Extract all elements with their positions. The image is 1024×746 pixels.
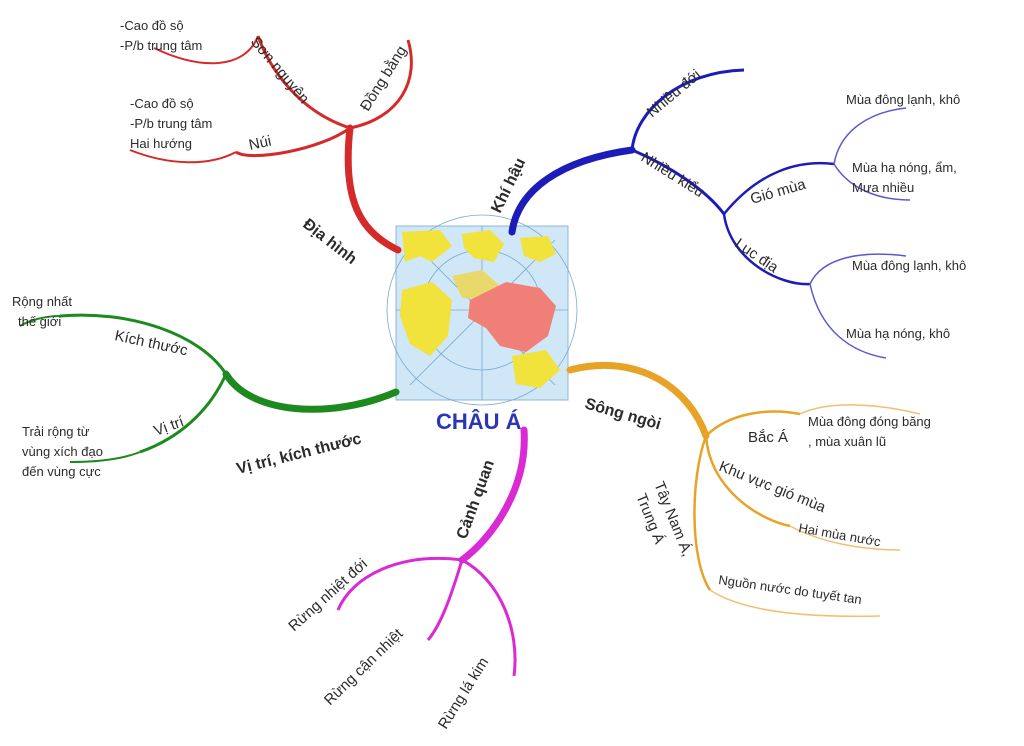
vi-tri-note-2: vùng xích đạo — [22, 444, 103, 459]
center-title: CHÂU Á — [436, 409, 522, 434]
rung-la-kim-line — [461, 558, 517, 677]
vi-tri-note-3: đến vùng cực — [22, 464, 101, 479]
rung-can-nhiet-line — [426, 559, 464, 641]
bac-a-note-2: , mùa xuân lũ — [808, 434, 886, 449]
nhieu-doi-label: Nhiều đới — [644, 66, 705, 121]
hai-mua-nuoc-line — [789, 525, 901, 551]
luc-dia-label: Lục địa — [732, 235, 782, 277]
nhieu-kieu-label: Nhiều kiểu — [638, 149, 707, 201]
nguon-nuoc-line — [709, 589, 881, 618]
rung-nhiet-doi-line — [336, 556, 463, 611]
gio-mua-note-1: Mùa đông lạnh, khô — [846, 92, 960, 107]
kich-thuoc-line — [59, 313, 228, 375]
kv-gio-mua-line — [704, 435, 791, 528]
world-map-globe-icon — [386, 214, 578, 406]
son-nguyen-note-2: -P/b trung tâm — [120, 38, 202, 53]
gio-mua-note-2a: Mùa hạ nóng, ẩm, — [852, 160, 957, 175]
bac-a-note-1: Mùa đông đóng băng — [808, 414, 931, 429]
vi-tri-kich-thuoc-label: Vị trí, kích thước — [235, 430, 363, 477]
vi-tri-sub-line — [139, 373, 228, 454]
nui-note-line — [129, 149, 237, 164]
kich-thuoc-note-1: Rộng nhất — [12, 294, 72, 309]
song-ngoi-label: Sông ngòi — [583, 396, 663, 434]
kich-thuoc-label: Kích thước — [113, 327, 189, 359]
vi-tri-note-line — [69, 451, 141, 463]
dong-bang-label: Đồng bằng — [357, 43, 410, 114]
nui-note-3: Hai hướng — [130, 136, 192, 151]
tay-nam-a-line — [693, 435, 712, 591]
branch-dia-hinh: Địa hình Sơn nguyên Đồng bằng Núi -Cao đ… — [120, 18, 413, 268]
luc-dia-line — [722, 213, 811, 286]
son-nguyen-line — [256, 35, 351, 130]
vi-tri-sub-label: Vị trí — [152, 413, 188, 440]
gio-mua-line — [723, 162, 835, 215]
bac-a-line — [705, 410, 801, 437]
kich-thuoc-note-line — [19, 315, 61, 327]
dia-hinh-main-line — [344, 124, 402, 254]
branch-canh-quan: Cảnh quan Rừng nhiệt đới Rừng cận nhiệt … — [285, 426, 528, 732]
gio-mua-2-line — [833, 163, 911, 201]
gio-mua-note-2b: Mưa nhiều — [852, 180, 914, 195]
rung-nhiet-doi-label: Rừng nhiệt đới — [285, 555, 371, 635]
dong-bang-line — [349, 39, 413, 130]
luc-dia-note-1: Mùa đông lạnh, khô — [852, 258, 966, 273]
son-nguyen-note-line — [153, 35, 259, 65]
bac-a-label: Bắc Á — [748, 429, 788, 446]
luc-dia-1-line — [809, 253, 907, 285]
luc-dia-note-2: Mùa hạ nóng, khô — [846, 326, 950, 341]
vi-tri-main-line — [222, 370, 400, 413]
nui-label: Núi — [247, 133, 273, 154]
vi-tri-note-1: Trải rộng từ — [22, 424, 90, 439]
rung-can-nhiet-label: Rừng cận nhiệt — [321, 625, 407, 709]
nhieu-doi-line — [630, 68, 745, 151]
hai-mua-nuoc-label: Hai mùa nước — [797, 520, 882, 549]
rung-la-kim-label: Rừng lá kim — [435, 654, 492, 732]
nui-line — [235, 126, 351, 158]
nguon-nuoc-label: Nguồn nước do tuyết tan — [718, 572, 863, 607]
gio-mua-1-line — [833, 107, 907, 165]
gio-mua-label: Gió mùa — [748, 176, 808, 208]
luc-dia-2-line — [809, 283, 887, 359]
center-node: CHÂU Á — [386, 214, 578, 434]
branch-vi-tri: Vị trí, kích thước Kích thước Vị trí Rộn… — [12, 294, 400, 479]
nui-note-2: -P/b trung tâm — [130, 116, 212, 131]
kich-thuoc-note-2: thế giới — [18, 314, 61, 329]
song-ngoi-main-line — [566, 362, 710, 440]
bac-a-note-line — [799, 404, 921, 415]
son-nguyen-label: Sơn nguyên — [247, 34, 312, 107]
khi-hau-main-line — [508, 146, 636, 236]
nui-note-1: -Cao đồ sộ — [130, 96, 194, 111]
nhieu-kieu-line — [631, 148, 726, 215]
branch-song-ngoi: Sông ngòi Bắc Á Mùa đông đóng băng , mùa… — [566, 362, 931, 618]
dia-hinh-label: Địa hình — [300, 216, 360, 268]
son-nguyen-note-1: -Cao đồ sộ — [120, 18, 184, 33]
canh-quan-main-line — [458, 426, 528, 564]
kv-gio-mua-label: Khu vực gió mùa — [717, 458, 829, 517]
